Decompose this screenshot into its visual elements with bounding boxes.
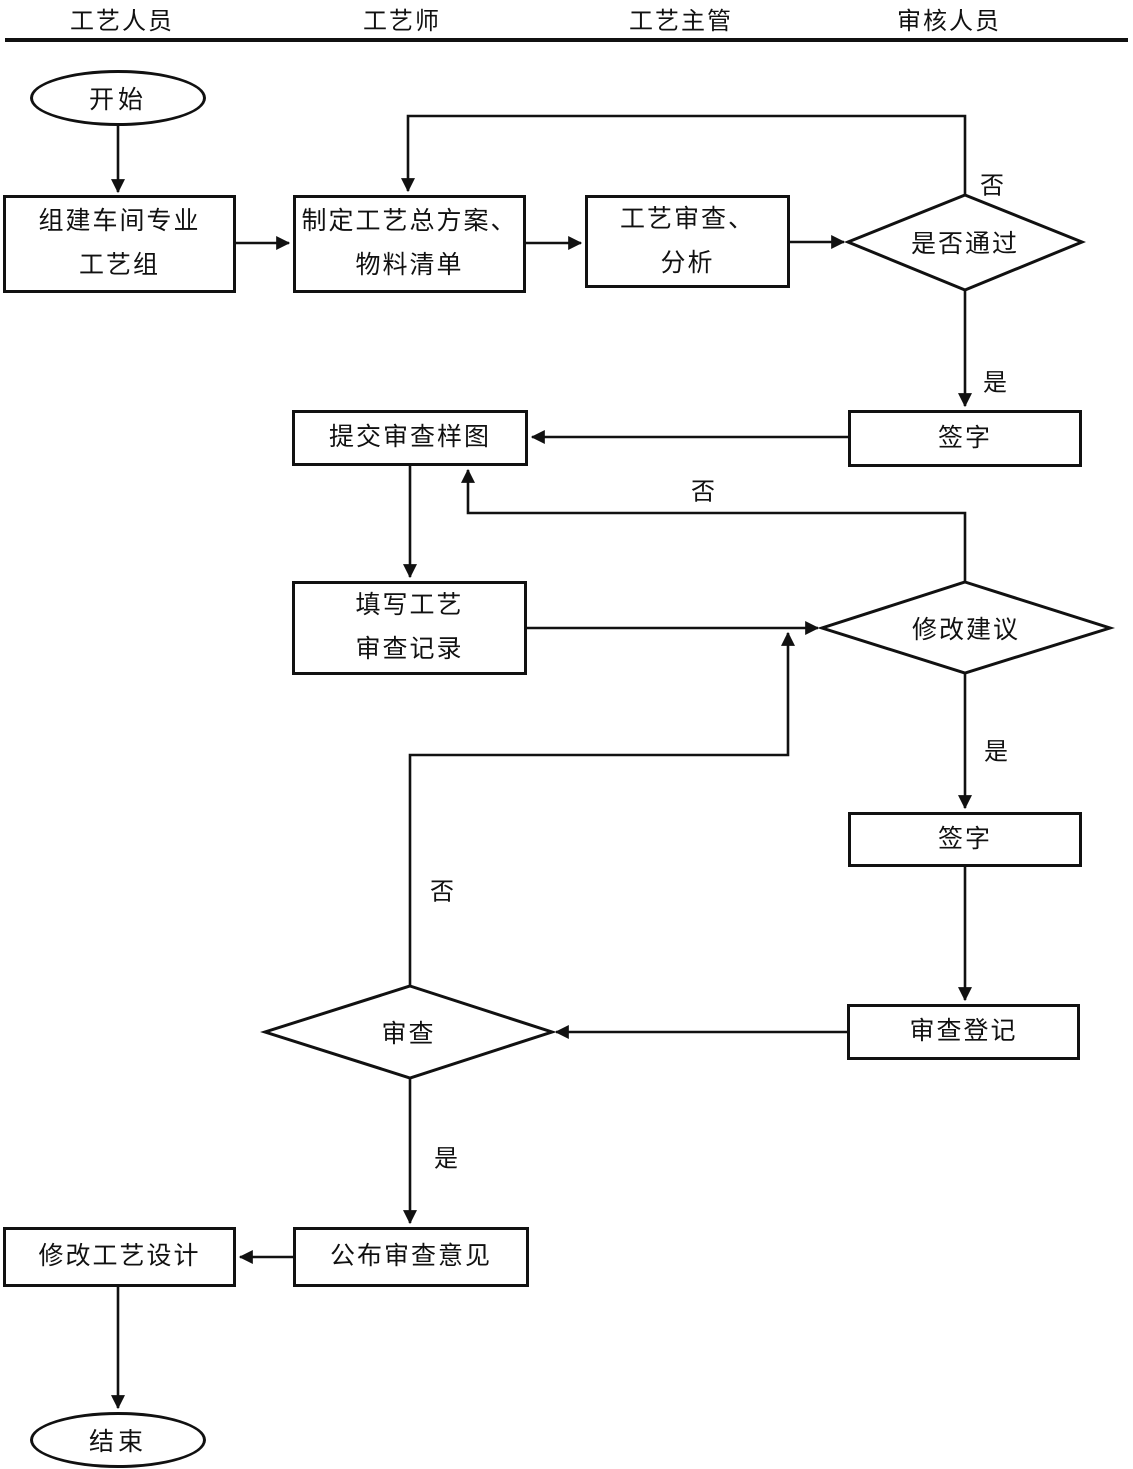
node-process-review: 工艺审查、 分析 (585, 195, 790, 288)
review-register-label: 审查登记 (909, 1018, 1018, 1045)
lane-label-process-engineer: 工艺师 (363, 9, 441, 35)
node-start-terminal: 开始 (30, 70, 206, 126)
end-label: 结束 (88, 1429, 147, 1456)
edge-label-yes-pass-check: 是 (983, 370, 1007, 397)
modify-suggestion-label: 修改建议 (911, 617, 1020, 644)
publish-opinion-label: 公布审查意见 (329, 1243, 492, 1270)
edge-label-yes-modify-suggestion: 是 (984, 739, 1008, 766)
submit-sample-label: 提交审查样图 (328, 424, 491, 451)
header-divider-line (5, 38, 1128, 42)
edge-label-yes-review: 是 (434, 1146, 458, 1173)
node-sign2: 签字 (848, 812, 1082, 867)
node-pass-check: 是否通过 (848, 197, 1082, 287)
start-label: 开始 (88, 87, 147, 114)
sign1-label: 签字 (937, 424, 992, 452)
edge-modify-suggestion-no-loop (461, 468, 967, 582)
node-submit-sample: 提交审查样图 (292, 410, 528, 466)
lane-label-process-supervisor: 工艺主管 (629, 9, 733, 35)
node-publish-opinion: 公布审查意见 (293, 1227, 529, 1287)
edge-pass-check-no-loop (401, 114, 967, 195)
node-modify-suggestion: 修改建议 (822, 584, 1110, 672)
build-team-label: 组建车间专业 工艺组 (38, 208, 201, 279)
sign2-label: 签字 (937, 825, 992, 853)
node-modify-design: 修改工艺设计 (3, 1227, 236, 1287)
modify-design-label: 修改工艺设计 (38, 1243, 201, 1270)
review-label: 审查 (381, 1021, 436, 1048)
node-review: 审查 (265, 988, 552, 1076)
decision-pass-check-shape (844, 193, 1086, 292)
node-review-register: 审查登记 (847, 1004, 1080, 1060)
node-make-plan: 制定工艺总方案、 物料清单 (293, 195, 526, 293)
node-fill-record: 填写工艺 审查记录 (292, 581, 527, 675)
decision-modify-suggestion-shape (817, 580, 1116, 675)
node-sign1: 签字 (848, 410, 1082, 467)
node-build-team: 组建车间专业 工艺组 (3, 195, 236, 293)
edge-label-no-review: 否 (430, 879, 454, 906)
fill-record-label: 填写工艺 审查记录 (355, 592, 464, 663)
edge-label-no-modify-suggestion: 否 (691, 479, 715, 506)
process-review-label: 工艺审查、 分析 (619, 205, 755, 277)
node-end-terminal: 结束 (30, 1412, 206, 1468)
make-plan-label: 制定工艺总方案、 物料清单 (301, 208, 518, 279)
decision-review-shape (260, 984, 557, 1080)
edge-label-no-pass-check: 否 (980, 173, 1004, 200)
pass-check-label: 是否通过 (910, 231, 1019, 258)
lane-label-process-personnel: 工艺人员 (70, 9, 174, 35)
lane-label-reviewer: 审核人员 (897, 9, 1001, 35)
edge-review-no-loop (408, 631, 795, 986)
